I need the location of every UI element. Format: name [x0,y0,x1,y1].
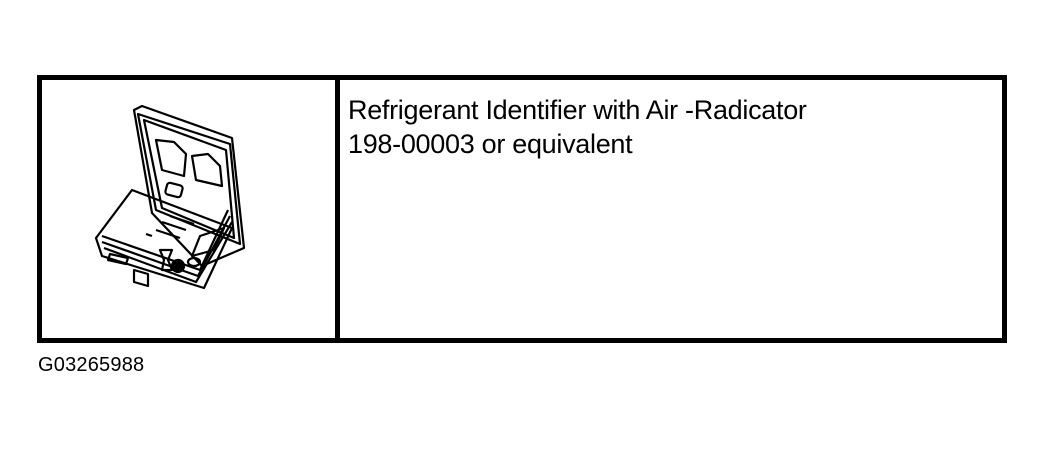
figure-id: G03265988 [38,354,145,376]
tool-part-number: 198-00003 or equivalent [348,129,633,159]
refrigerant-identifier-case-icon [94,104,246,290]
tool-table: Refrigerant Identifier with Air -Radicat… [37,75,1007,343]
tool-description-cell: Refrigerant Identifier with Air -Radicat… [340,80,1002,338]
tool-name: Refrigerant Identifier with Air -Radicat… [348,95,807,125]
tool-image-cell [42,80,340,338]
